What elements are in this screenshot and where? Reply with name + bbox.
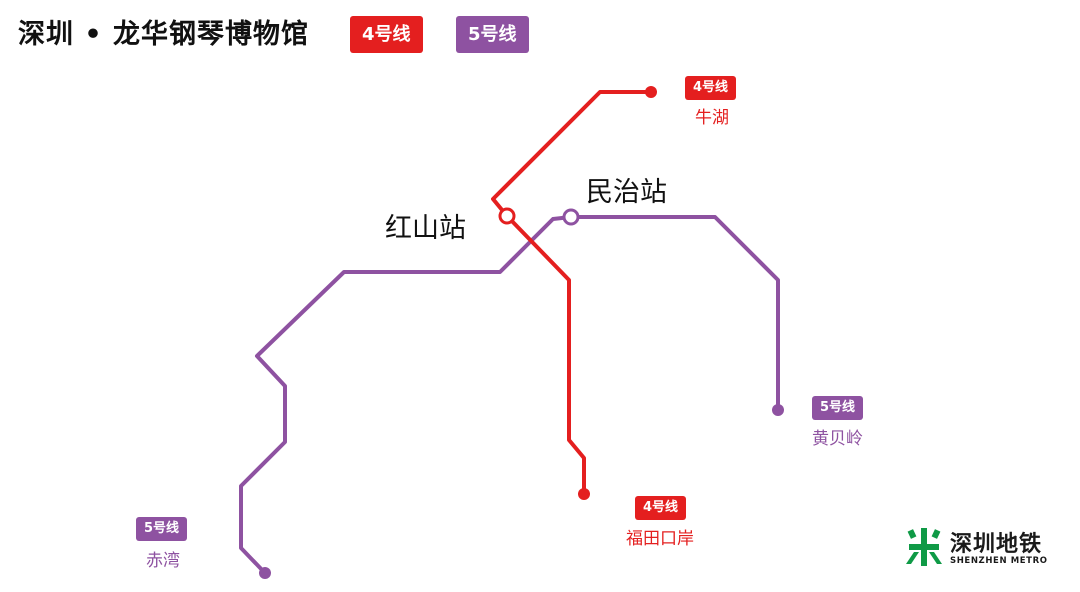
niuhu-terminal-dot [645,86,657,98]
futian-line-badge: 4号线 [635,496,687,520]
hongshan-station-marker[interactable] [498,207,516,225]
minzhi-station-label: 民治站 [586,177,667,208]
hongshan-station-label: 红山站 [385,213,466,244]
shenzhen-metro-logo: 深圳地铁 SHENZHEN METRO [906,526,1066,570]
futian-terminal-dot [578,488,590,500]
huangbeiling-terminal-dot [772,404,784,416]
line4-route [491,90,652,496]
minzhi-station-marker[interactable] [562,208,580,226]
legend-line5-badge: 5号线 [456,16,529,53]
niuhu-line-badge: 4号线 [685,76,737,100]
chiwan-line-badge: 5号线 [136,517,188,541]
futian-terminal-label: 福田口岸 [626,529,694,549]
huangbeiling-line-badge: 5号线 [812,396,864,420]
page-title: 深圳 • 龙华钢琴博物馆 [18,19,310,50]
shenzhen-metro-logo-icon [906,528,942,566]
huangbeiling-terminal-label: 黄贝岭 [812,429,863,449]
logo-text-en: SHENZHEN METRO [950,556,1048,566]
line5-route [239,215,780,575]
logo-text-cn: 深圳地铁 [950,532,1043,557]
niuhu-terminal-label: 牛湖 [695,108,729,128]
chiwan-terminal-dot [259,567,271,579]
chiwan-terminal-label: 赤湾 [146,551,180,571]
legend-line4-badge: 4号线 [350,16,423,53]
